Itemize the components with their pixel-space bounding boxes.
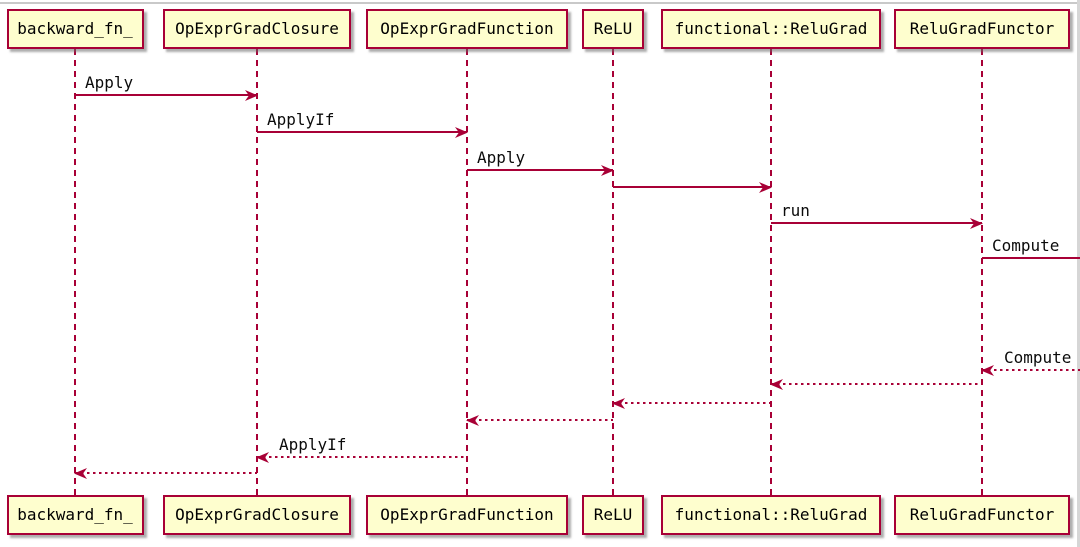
participant-label: OpExprGradClosure	[175, 505, 339, 524]
participant-label: ReLU	[593, 19, 633, 38]
lifeline-relu	[612, 49, 614, 495]
arrowhead-right-icon	[759, 182, 772, 193]
message-line-applyif	[257, 456, 467, 458]
participant-label: ReLU	[593, 505, 633, 524]
message-line-apply	[75, 94, 257, 96]
participant-label: backward_fn_	[17, 505, 133, 524]
message-line-applyif	[257, 131, 467, 133]
message-label-applyif: ApplyIf	[279, 435, 347, 454]
message-label-applyif: ApplyIf	[267, 110, 335, 129]
participant-functional-relugrad-top: functional::ReluGrad	[661, 9, 881, 49]
participant-label: functional::ReluGrad	[674, 505, 868, 524]
lifeline-backward-fn	[74, 49, 76, 495]
arrowhead-right-icon	[245, 90, 258, 101]
lifeline-opexprgradclosure	[256, 49, 258, 495]
arrowhead-left-icon	[74, 468, 87, 479]
participant-label: ReluGradFunctor	[909, 505, 1055, 524]
participant-backward-fn-top: backward_fn_	[6, 9, 144, 49]
message-line-run	[771, 222, 982, 224]
message-line-return	[613, 402, 771, 404]
arrowhead-left-icon	[466, 415, 479, 426]
message-label-compute: Compute	[992, 236, 1060, 255]
participant-label: OpExprGradFunction	[380, 505, 554, 524]
message-line-compute	[982, 257, 1080, 259]
message-line-return	[771, 383, 982, 385]
frame-right-border	[1077, 0, 1080, 547]
arrowhead-left-icon	[612, 398, 625, 409]
arrowhead-right-icon	[970, 218, 983, 229]
arrowhead-left-icon	[981, 365, 994, 376]
participant-functional-relugrad-bottom: functional::ReluGrad	[661, 495, 881, 535]
message-line-return	[467, 419, 613, 421]
lifeline-functional-relugrad	[770, 49, 772, 495]
message-label-compute: Compute	[1004, 348, 1072, 367]
participant-label: OpExprGradClosure	[175, 19, 339, 38]
arrowhead-left-icon	[770, 379, 783, 390]
participant-relu-top: ReLU	[582, 9, 644, 49]
participant-label: OpExprGradFunction	[380, 19, 554, 38]
participant-opexprgradfunction-top: OpExprGradFunction	[366, 9, 568, 49]
message-line-compute	[982, 369, 1080, 371]
participant-label: backward_fn_	[17, 19, 133, 38]
frame-top-border	[0, 2, 1080, 4]
message-label-run: run	[781, 201, 810, 220]
participant-backward-fn-bottom: backward_fn_	[6, 495, 144, 535]
participant-opexprgradclosure-top: OpExprGradClosure	[163, 9, 351, 49]
arrowhead-right-icon	[601, 165, 614, 176]
participant-opexprgradfunction-bottom: OpExprGradFunction	[366, 495, 568, 535]
participant-relugradfunctor-bottom: ReluGradFunctor	[894, 495, 1070, 535]
lifeline-relugradfunctor	[981, 49, 983, 495]
lifeline-opexprgradfunction	[466, 49, 468, 495]
message-label-apply: Apply	[477, 148, 526, 167]
participant-relugradfunctor-top: ReluGradFunctor	[894, 9, 1070, 49]
message-label-apply: Apply	[85, 73, 134, 92]
message-line-return	[613, 186, 771, 188]
participant-label: functional::ReluGrad	[674, 19, 868, 38]
participant-label: ReluGradFunctor	[909, 19, 1055, 38]
message-line-return	[75, 472, 257, 474]
arrowhead-left-icon	[256, 452, 269, 463]
participant-relu-bottom: ReLU	[582, 495, 644, 535]
participant-opexprgradclosure-bottom: OpExprGradClosure	[163, 495, 351, 535]
message-line-apply	[467, 169, 613, 171]
arrowhead-right-icon	[455, 127, 468, 138]
